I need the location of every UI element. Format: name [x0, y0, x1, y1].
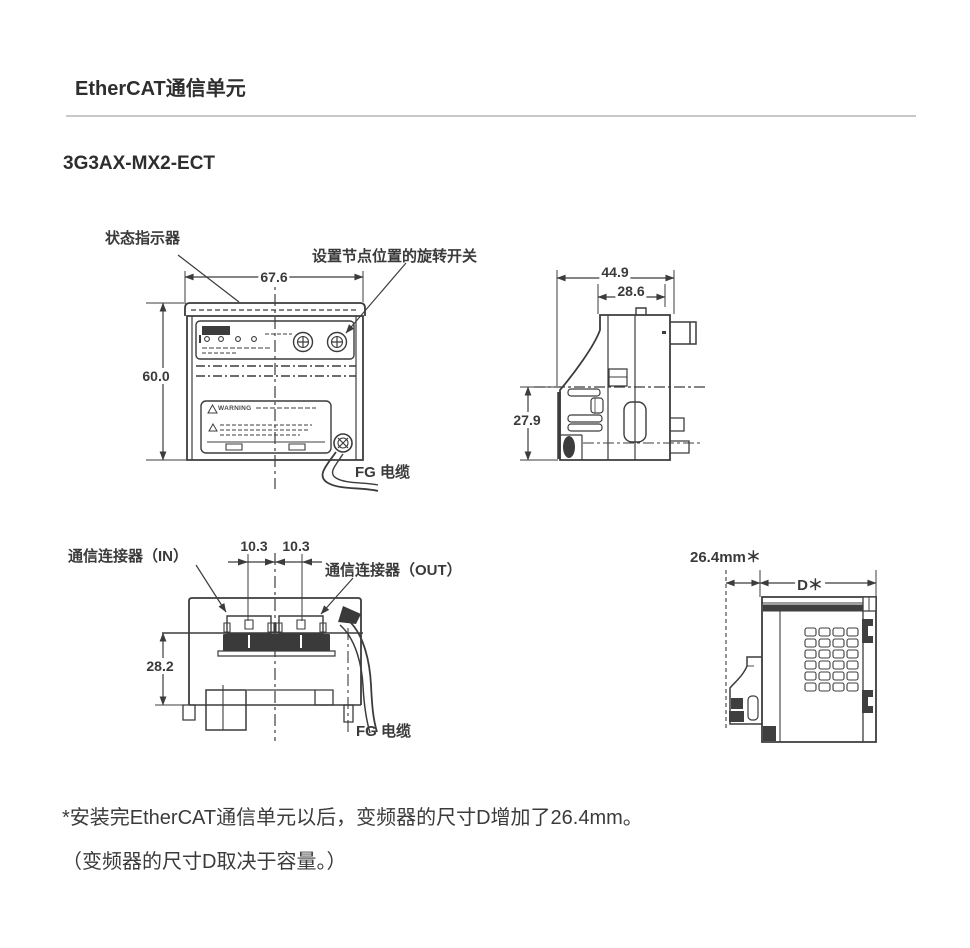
fg-cable-label: FG 电缆	[355, 464, 410, 481]
added-depth-label: 26.4mm＊	[690, 549, 761, 566]
dim-pitch-left-value: 10.3	[238, 538, 270, 554]
warning-triangle-icon	[208, 405, 217, 413]
led-switch-panel	[196, 321, 354, 359]
dim-width-value: 67.6	[258, 269, 290, 285]
inverter-outline	[762, 597, 876, 742]
mounted-view-drawing: 26.4mm＊ D＊	[650, 540, 910, 758]
warning-text: WARNING	[218, 405, 252, 412]
unit-side-outline	[560, 308, 696, 460]
vent-slots	[805, 628, 858, 691]
status-led-icon	[219, 337, 224, 342]
rotary-switch-icon	[294, 333, 313, 352]
status-indicator-label: 状态指示器	[105, 230, 181, 247]
mounted-view-svg	[650, 540, 910, 758]
dim-depth-value: 28.2	[144, 658, 176, 674]
fg-cable-line	[338, 606, 377, 733]
rotary-switch-icon	[328, 333, 347, 352]
title-divider	[66, 115, 916, 117]
dim-pitch-right-value: 10.3	[280, 538, 312, 554]
rotary-switch-label: 设置节点位置的旋转开关	[312, 248, 478, 265]
status-led-icon	[252, 337, 257, 342]
fg-cable-label: FG 电缆	[356, 723, 411, 740]
side-vent-slots	[568, 389, 646, 442]
bottom-view-svg	[60, 535, 520, 763]
connector-out-label: 通信连接器（OUT）	[325, 562, 462, 579]
status-indicator-leader	[178, 255, 239, 302]
fg-screw-icon	[334, 434, 352, 452]
inverter-depth-label: D＊	[795, 574, 825, 595]
status-led-icon	[236, 337, 241, 342]
connector-in-leader	[196, 565, 226, 613]
page-title: EtherCAT通信单元	[75, 78, 246, 100]
dim-depth-upper-value: 28.6	[615, 283, 647, 299]
comm-connectors	[218, 616, 335, 656]
model-heading: 3G3AX-MX2-ECT	[63, 153, 216, 174]
warning-triangle-icon	[209, 424, 217, 431]
side-foot	[559, 392, 582, 460]
bottom-view-drawing: 通信连接器（IN） 通信连接器（OUT） 10.3 10.3 28.2 FG 电…	[60, 535, 520, 763]
front-view-svg	[60, 225, 580, 517]
side-view-svg	[500, 250, 740, 480]
note-line-1: *安装完EtherCAT通信单元以后，变频器的尺寸D增加了26.4mm。	[62, 807, 643, 829]
mounted-unit-profile	[729, 657, 762, 724]
front-view-drawing: 状态指示器 设置节点位置的旋转开关 67.6 60.0 WARNING FG 电…	[60, 225, 580, 517]
dim-depth-total-value: 44.9	[599, 264, 631, 280]
dim-height-value: 60.0	[140, 368, 172, 384]
warning-label	[201, 401, 331, 453]
connector-out-leader	[321, 578, 353, 614]
fg-cable-line	[323, 452, 378, 491]
note-line-2: （变频器的尺寸D取决于容量。）	[62, 851, 347, 873]
unit-outline	[185, 303, 365, 460]
unit-bottom-outline	[183, 598, 361, 730]
side-view-drawing: 44.9 28.6 27.9	[500, 250, 740, 480]
status-led-icon	[205, 337, 210, 342]
dim-height-lower-value: 27.9	[511, 412, 543, 428]
rotary-switch-leader	[346, 263, 406, 333]
connector-in-label: 通信连接器（IN）	[68, 548, 189, 565]
